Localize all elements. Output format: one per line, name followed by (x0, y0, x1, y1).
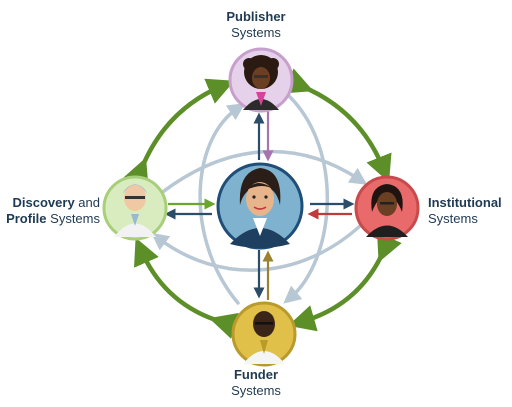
institution-label: Institutional Systems (428, 195, 512, 227)
discovery-avatar (114, 184, 156, 237)
funder-node (231, 301, 297, 367)
institution-node (354, 175, 420, 241)
discovery-label-rest: and (74, 195, 100, 210)
center-node (216, 162, 304, 250)
discovery-label-bold: Discovery (12, 195, 75, 210)
publisher-node (228, 47, 294, 113)
discovery-label-bold2: Profile (6, 211, 47, 226)
green-arrow-funder-discovery (134, 237, 239, 339)
publisher-label: Publisher Systems (206, 9, 306, 41)
institution-label-line2: Systems (428, 211, 478, 226)
center-avatar (230, 168, 290, 248)
funder-label-line2: Systems (231, 383, 281, 398)
discovery-label: Discovery and Profile Systems (0, 195, 100, 227)
institution-label-bold: Institutional (428, 195, 502, 210)
green-arrow-discovery-publisher (123, 78, 235, 188)
publisher-avatar (243, 55, 279, 110)
funder-avatar (243, 311, 285, 364)
discovery-node (102, 175, 168, 241)
discovery-label-rest2: Systems (46, 211, 100, 226)
green-arrows (123, 68, 402, 339)
publisher-label-bold: Publisher (226, 9, 286, 24)
institution-avatar (366, 184, 408, 237)
funder-label-bold: Funder (233, 367, 279, 382)
green-arrow-institution-funder (288, 232, 402, 332)
publisher-label-line2: Systems (231, 25, 281, 40)
center-arrows (164, 110, 355, 300)
funder-label: Funder Systems (206, 367, 306, 399)
green-arrow-publisher-institution (283, 68, 392, 183)
